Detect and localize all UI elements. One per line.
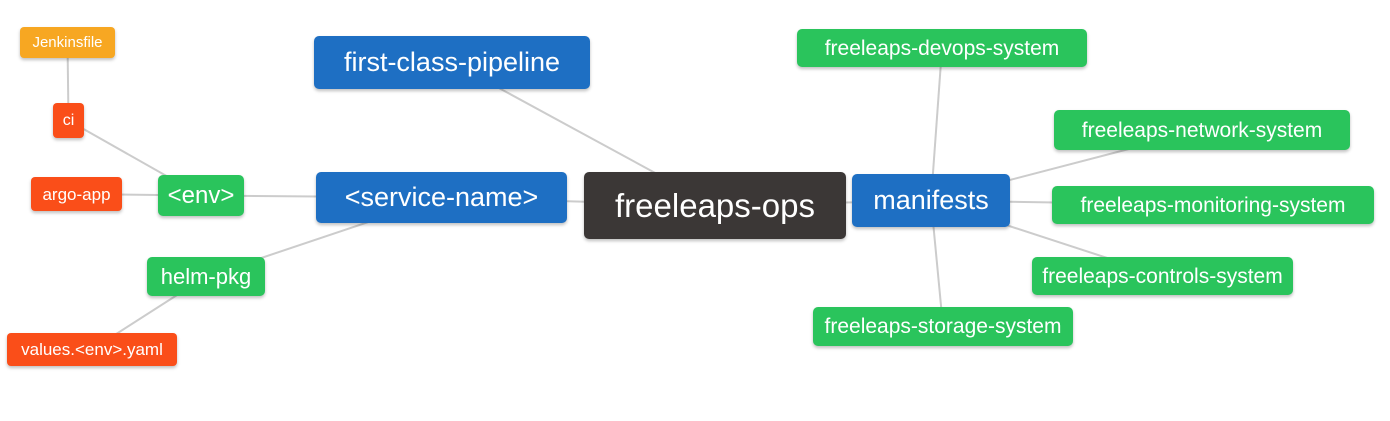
node-values-env-yaml[interactable]: values.<env>.yaml bbox=[7, 333, 177, 366]
node-env[interactable]: <env> bbox=[158, 175, 244, 216]
node-manifests[interactable]: manifests bbox=[852, 174, 1010, 227]
node-freeleaps-storage-system[interactable]: freeleaps-storage-system bbox=[813, 307, 1073, 346]
node-freeleaps-controls-system[interactable]: freeleaps-controls-system bbox=[1032, 257, 1293, 295]
node-jenkinsfile[interactable]: Jenkinsfile bbox=[20, 27, 115, 58]
node-helm-pkg[interactable]: helm-pkg bbox=[147, 257, 265, 296]
node-freeleaps-network-system[interactable]: freeleaps-network-system bbox=[1054, 110, 1350, 150]
node-freeleaps-monitoring-system[interactable]: freeleaps-monitoring-system bbox=[1052, 186, 1374, 224]
node-freeleaps-ops-root[interactable]: freeleaps-ops bbox=[584, 172, 846, 239]
node-freeleaps-devops-system[interactable]: freeleaps-devops-system bbox=[797, 29, 1087, 67]
node-argo-app[interactable]: argo-app bbox=[31, 177, 122, 211]
node-ci[interactable]: ci bbox=[53, 103, 84, 138]
node-first-class-pipeline[interactable]: first-class-pipeline bbox=[314, 36, 590, 89]
node-service-name[interactable]: <service-name> bbox=[316, 172, 567, 223]
